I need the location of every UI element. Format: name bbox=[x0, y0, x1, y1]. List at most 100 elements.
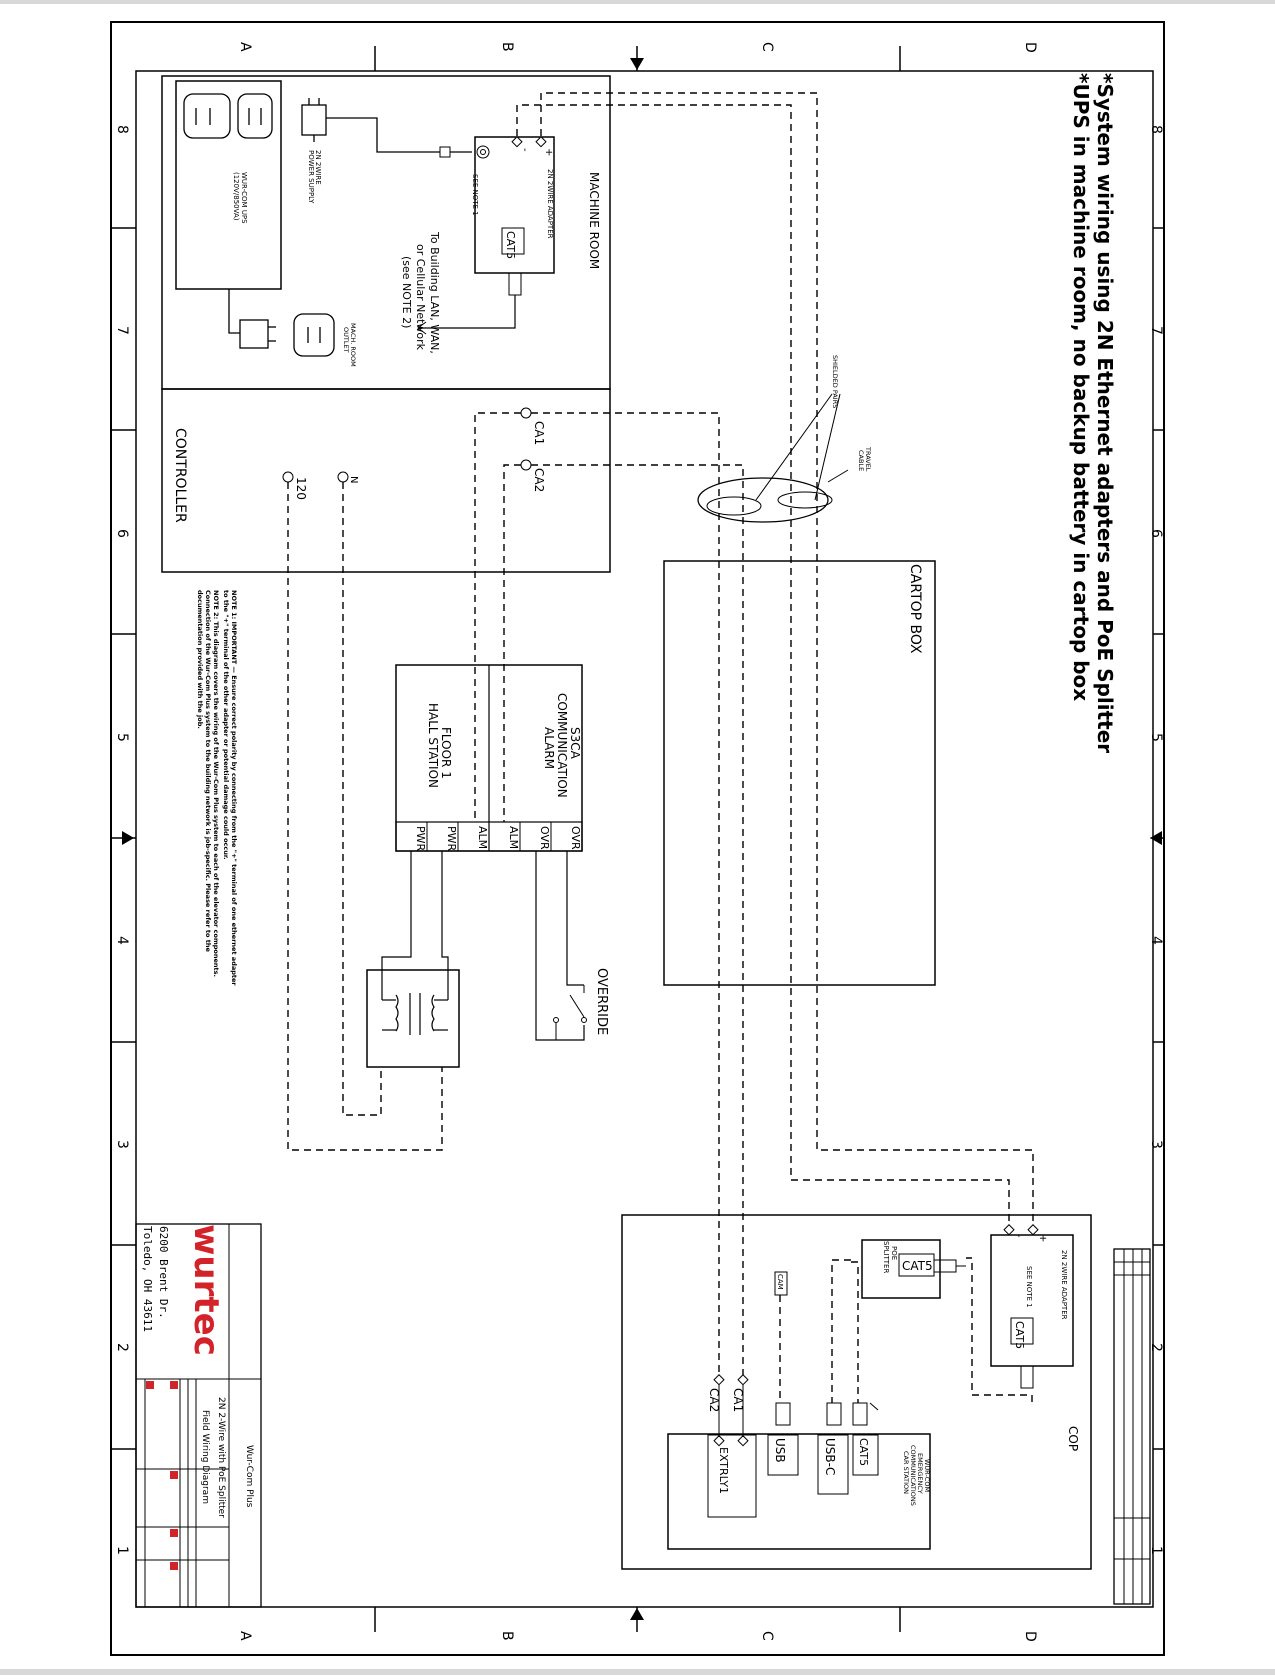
controller-box bbox=[161, 388, 611, 573]
cartop-title: CARTOP BOX bbox=[907, 564, 923, 654]
travel-cable-label-2: CABLE bbox=[857, 450, 865, 471]
title-block-red-tags bbox=[146, 1381, 178, 1570]
cop-title: COP bbox=[1066, 1426, 1080, 1451]
n-terminal bbox=[337, 471, 349, 483]
usb-port bbox=[767, 1434, 799, 1476]
viewer-bottom-edge bbox=[0, 1669, 1275, 1675]
poe-label-2: SPLITTER bbox=[882, 1241, 890, 1273]
power-wire bbox=[326, 117, 440, 153]
override-wire-1 bbox=[566, 851, 584, 986]
n-label: N bbox=[348, 476, 359, 483]
mr-plus: + bbox=[543, 148, 554, 156]
zone-number: 8 bbox=[1148, 125, 1164, 134]
override-label: OVERRIDE bbox=[594, 968, 609, 1035]
lan-note-1: To Building LAN, WAN, bbox=[428, 231, 441, 354]
ca1-label: CA1 bbox=[532, 421, 546, 445]
transformer-icon bbox=[382, 993, 448, 1035]
ups-receptacle-icon bbox=[183, 93, 273, 139]
zone-letter: C bbox=[759, 1631, 775, 1641]
mr-cat5-plug bbox=[508, 272, 522, 296]
alarm-line-1: S3CA bbox=[568, 727, 582, 760]
cam-label: CAM bbox=[776, 1274, 784, 1290]
mr-cat5-port bbox=[501, 227, 525, 255]
zone-number: 8 bbox=[114, 125, 130, 134]
terminal-label: OVR bbox=[538, 826, 551, 850]
revision-strip bbox=[1113, 1248, 1151, 1605]
hall-line-1: FLOOR 1 bbox=[439, 727, 453, 779]
zone-number: 1 bbox=[1148, 1546, 1164, 1555]
transformer-box bbox=[366, 969, 460, 1068]
zone-numbers: 8 7 6 5 4 3 2 1 8 7 6 5 4 3 2 1 bbox=[114, 125, 1164, 1555]
shielded-pairs-label: SHIELDED PAIRS bbox=[831, 355, 839, 408]
adapter-power-jack bbox=[476, 145, 490, 159]
barrel-connector bbox=[439, 146, 451, 158]
usb-label: USB bbox=[773, 1438, 787, 1463]
station-cat5-plug bbox=[852, 1402, 868, 1426]
zone-letter: B bbox=[499, 42, 515, 52]
controller-title: CONTROLLER bbox=[172, 428, 188, 523]
terminal-label: PWR bbox=[414, 826, 427, 852]
zone-ticks bbox=[111, 46, 1164, 1632]
address-line-1: 6200 Brent Dr. bbox=[157, 1226, 170, 1319]
shielded-pair-2 bbox=[777, 491, 833, 509]
address-line-2: Toledo, OH 43611 bbox=[141, 1226, 154, 1332]
cartop-box bbox=[663, 560, 936, 986]
zone-number: 3 bbox=[114, 1140, 130, 1149]
machine-room-box bbox=[161, 75, 611, 390]
cop-minus: - bbox=[1013, 1234, 1024, 1238]
zone-number: 7 bbox=[1148, 326, 1164, 335]
outlet-plug-icon bbox=[239, 313, 335, 357]
usbc-plug bbox=[826, 1402, 842, 1426]
poe-splitter-box bbox=[861, 1239, 941, 1299]
drawing-title-1: 2N 2-Wire with PoE Splitter bbox=[216, 1397, 226, 1518]
zone-number: 3 bbox=[1148, 1140, 1164, 1149]
zone-number: 6 bbox=[1148, 529, 1164, 538]
override-switch-icon bbox=[553, 985, 587, 1040]
zone-number: 4 bbox=[1148, 936, 1164, 945]
cop-plus: + bbox=[1037, 1234, 1048, 1242]
notes-block: NOTE 1: IMPORTANT — Ensure correct polar… bbox=[196, 590, 238, 986]
zone-number: 7 bbox=[114, 326, 130, 335]
cop-adapter-label: 2N 2WIRE ADAPTER bbox=[1060, 1250, 1068, 1320]
travel-cable-label-1: TRAVEL bbox=[864, 446, 872, 472]
usb-plug bbox=[775, 1402, 791, 1426]
cop-ca2-label: CA2 bbox=[707, 1388, 721, 1412]
terminal-strip: OVR OVR ALM ALM PWR PWR bbox=[395, 821, 583, 852]
power-supply-sub: POWER SUPPLY bbox=[307, 150, 315, 204]
mr-adapter-label: 2N 2WIRE ADAPTER bbox=[546, 169, 554, 239]
outlet-label-2: OUTLET bbox=[342, 327, 350, 353]
terminal-label: PWR bbox=[445, 826, 458, 852]
power-supply-label: 2N 2WIRE bbox=[314, 150, 322, 185]
dashed-wiring bbox=[287, 92, 1034, 1403]
outlet-label-1: MACH. ROOM bbox=[349, 323, 357, 367]
ups-rating: (120V/850VA) bbox=[232, 172, 240, 221]
poe-cat5-label: CAT5 bbox=[902, 1259, 933, 1273]
terminal-label: ALM bbox=[476, 826, 489, 849]
cop-adapter-cat5: CAT5 bbox=[1013, 1321, 1026, 1349]
terminal-label: OVR bbox=[569, 826, 582, 850]
ups-box bbox=[175, 80, 282, 290]
zone-number: 4 bbox=[114, 936, 130, 945]
zone-number: 6 bbox=[114, 529, 130, 538]
zone-letter: B bbox=[499, 1631, 515, 1641]
note-2a: NOTE 2: This diagram covers the wiring o… bbox=[212, 590, 220, 977]
cop-adapter-cat5-port bbox=[1010, 1317, 1034, 1345]
station-cat5-port bbox=[852, 1434, 879, 1476]
usbc-port bbox=[817, 1434, 849, 1495]
note-2c: documentation provided with the job. bbox=[196, 590, 204, 729]
zone-letter: D bbox=[1022, 1631, 1038, 1642]
mr-minus: - bbox=[519, 148, 530, 152]
cam-plug bbox=[774, 1271, 788, 1296]
machine-room-title: MACHINE ROOM bbox=[587, 172, 601, 269]
shielded-pair-1 bbox=[706, 496, 762, 516]
lan-note-3: (see NOTE 2) bbox=[400, 256, 413, 328]
mr-see-note: SEE NOTE 1 bbox=[471, 174, 479, 216]
extrly-label: EXTRLY1 bbox=[717, 1447, 730, 1494]
station-label-2: EMERGENCY bbox=[916, 1453, 924, 1494]
station-label-1: WUR-COM bbox=[923, 1459, 931, 1492]
mr-cat5-label: CAT5 bbox=[504, 231, 517, 259]
cop-see-note: SEE NOTE 1 bbox=[1025, 1266, 1033, 1308]
title-block bbox=[135, 1223, 262, 1608]
